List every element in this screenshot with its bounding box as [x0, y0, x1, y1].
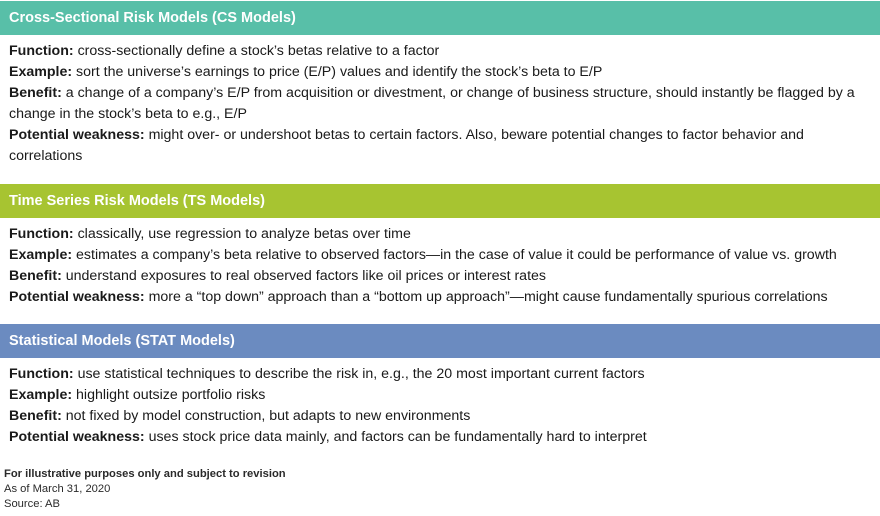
row-label: Benefit:: [9, 268, 62, 284]
row-benefit: Benefit: understand exposures to real ob…: [9, 266, 871, 287]
row-label: Example:: [9, 387, 73, 403]
row-text: a change of a company’s E/P from acquisi…: [9, 85, 855, 122]
row-example: Example: estimates a company’s beta rela…: [9, 245, 871, 266]
row-benefit: Benefit: not fixed by model construction…: [9, 406, 871, 427]
row-weakness: Potential weakness: might over- or under…: [9, 125, 871, 167]
section-title: Cross-Sectional Risk Models (CS Models): [0, 1, 880, 35]
row-example: Example: sort the universe’s earnings to…: [9, 62, 871, 83]
row-weakness: Potential weakness: uses stock price dat…: [9, 427, 871, 448]
row-label: Benefit:: [9, 408, 62, 424]
row-label: Example:: [9, 247, 73, 263]
row-text: cross-sectionally define a stock’s betas…: [73, 43, 440, 59]
source-text: Source: AB: [4, 498, 60, 510]
row-text: might over- or undershoot betas to certa…: [9, 127, 804, 164]
row-label: Function:: [9, 226, 74, 242]
row-example: Example: highlight outsize portfolio ris…: [9, 385, 871, 406]
row-label: Function:: [9, 43, 74, 59]
row-text: more a “top down” approach than a “botto…: [144, 289, 828, 305]
footer-notes: For illustrative purposes only and subje…: [4, 467, 286, 512]
row-function: Function: use statistical techniques to …: [9, 364, 871, 385]
as-of-date: As of March 31, 2020: [4, 483, 111, 495]
row-label: Potential weakness:: [9, 127, 145, 143]
row-text: highlight outsize portfolio risks: [72, 387, 266, 403]
row-text: estimates a company’s beta relative to o…: [72, 247, 837, 263]
section-cross-sectional: Cross-Sectional Risk Models (CS Models) …: [0, 1, 880, 167]
row-label: Function:: [9, 366, 74, 382]
row-text: uses stock price data mainly, and factor…: [144, 429, 647, 445]
section-time-series: Time Series Risk Models (TS Models) Func…: [0, 184, 880, 308]
section-body: Function: cross-sectionally define a sto…: [0, 35, 880, 167]
section-body: Function: classically, use regression to…: [0, 218, 880, 308]
row-label: Example:: [9, 64, 73, 80]
row-text: understand exposures to real observed fa…: [61, 268, 547, 284]
row-text: classically, use regression to analyze b…: [73, 226, 411, 242]
section-body: Function: use statistical techniques to …: [0, 358, 880, 448]
section-statistical: Statistical Models (STAT Models) Functio…: [0, 324, 880, 448]
row-label: Benefit:: [9, 85, 62, 101]
row-text: use statistical techniques to describe t…: [73, 366, 645, 382]
row-weakness: Potential weakness: more a “top down” ap…: [9, 287, 871, 308]
row-function: Function: classically, use regression to…: [9, 224, 871, 245]
row-text: not fixed by model construction, but ada…: [61, 408, 471, 424]
row-text: sort the universe’s earnings to price (E…: [72, 64, 603, 80]
row-label: Potential weakness:: [9, 289, 145, 305]
section-title: Time Series Risk Models (TS Models): [0, 184, 880, 218]
section-title: Statistical Models (STAT Models): [0, 324, 880, 358]
disclaimer-text: For illustrative purposes only and subje…: [4, 468, 286, 480]
row-label: Potential weakness:: [9, 429, 145, 445]
row-function: Function: cross-sectionally define a sto…: [9, 41, 871, 62]
row-benefit: Benefit: a change of a company’s E/P fro…: [9, 83, 871, 125]
